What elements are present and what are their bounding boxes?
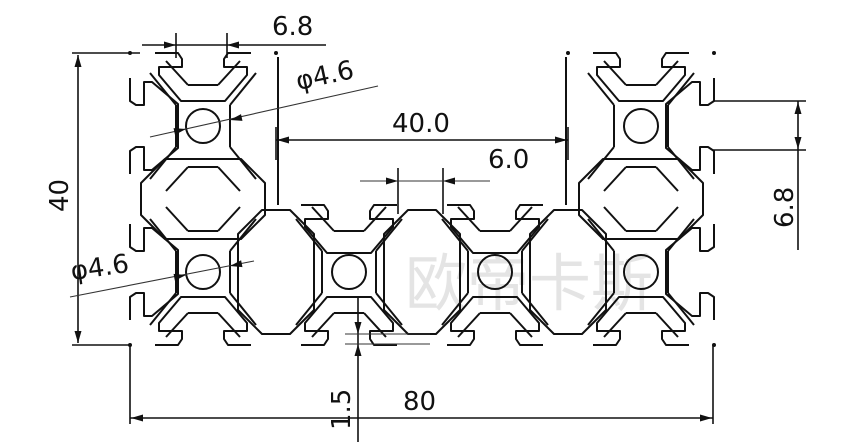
core-node [613, 230, 669, 314]
core-node [467, 230, 523, 314]
web-edge [441, 218, 469, 252]
web-edge [217, 60, 241, 86]
web-edge [655, 206, 679, 232]
corner-point [274, 51, 278, 55]
dim-hole-top-label: φ4.6 [293, 55, 356, 97]
center-hole [623, 254, 659, 290]
web-edge [603, 60, 627, 86]
web-edge [457, 312, 481, 338]
side-t-slot [665, 224, 715, 320]
web-edge [375, 218, 403, 252]
cavity [383, 209, 461, 335]
web-edge [229, 72, 257, 106]
web-edge [229, 292, 257, 326]
center-hole [185, 108, 221, 144]
web-edge [509, 312, 533, 338]
web-edge [587, 72, 615, 106]
corner-point [712, 51, 716, 55]
web-edge [295, 218, 323, 252]
arrow [173, 128, 186, 135]
side-t-slot [129, 78, 179, 174]
center-hole [477, 254, 513, 290]
arrow [354, 344, 362, 356]
web-edge [295, 292, 323, 326]
core-node [175, 230, 231, 314]
dim-width-label: 80 [403, 387, 436, 417]
arrow [277, 136, 289, 144]
web-edge [603, 206, 627, 232]
web-edge [217, 312, 241, 338]
web-edge [587, 292, 615, 326]
cavity [529, 209, 607, 335]
web-edge [521, 292, 549, 326]
web-edge [217, 206, 241, 232]
web-edge [165, 166, 189, 192]
center-hole [331, 254, 367, 290]
top-t-slot [155, 52, 251, 102]
web-edge [363, 312, 387, 338]
arrow [230, 114, 243, 121]
arrow [164, 41, 176, 49]
leader-hole-bottom [69, 260, 255, 298]
web-edge [655, 312, 679, 338]
cavity [578, 158, 704, 240]
web-edge [165, 206, 189, 232]
arrow [700, 414, 712, 422]
web-edge [603, 166, 627, 192]
web-edge [441, 292, 469, 326]
arrow [74, 331, 82, 343]
bottom-t-slot [301, 296, 397, 346]
cavity [237, 209, 315, 335]
web-edge [587, 146, 615, 180]
top-t-slot [593, 52, 689, 102]
cavity [140, 158, 266, 240]
arrow [230, 260, 243, 268]
core-node [613, 84, 669, 168]
dim-slot-opening-label: 6.0 [488, 145, 529, 175]
center-hole [185, 254, 221, 290]
inner-t-slot [447, 204, 543, 254]
side-t-slot [129, 224, 179, 320]
web-edge [655, 60, 679, 86]
web-edge [229, 146, 257, 180]
web-edge [587, 218, 615, 252]
web-edge [375, 292, 403, 326]
arrow [794, 102, 802, 114]
arrow [131, 414, 143, 422]
extrusion-profile [128, 51, 716, 347]
bottom-t-slot [447, 296, 543, 346]
arrow [354, 322, 362, 334]
dim-slot-width-label: 6.8 [272, 12, 313, 42]
arrow [227, 41, 239, 49]
arrow [386, 177, 398, 185]
bottom-t-slot [593, 296, 689, 346]
dimension-lines [69, 33, 806, 442]
arrow [555, 136, 567, 144]
core-node [321, 230, 377, 314]
arrow [74, 55, 82, 67]
web-edge [521, 218, 549, 252]
center-hole [623, 108, 659, 144]
dim-side-slot-label: 6.8 [770, 187, 800, 228]
arrow [173, 273, 186, 281]
leader-hole-top [149, 85, 379, 138]
web-edge [655, 166, 679, 192]
web-edge [217, 166, 241, 192]
dim-wall-thickness-label: 1.5 [327, 389, 357, 430]
web-edge [311, 312, 335, 338]
dim-height-label: 40 [45, 179, 75, 212]
core-node [175, 84, 231, 168]
corner-point [566, 51, 570, 55]
web-edge [165, 60, 189, 86]
web-edge [603, 312, 627, 338]
arrow [443, 177, 455, 185]
web-edge [229, 218, 257, 252]
arrow [794, 137, 802, 149]
side-t-slot [665, 78, 715, 174]
dim-pitch-label: 40.0 [392, 109, 450, 139]
bottom-t-slot [155, 296, 251, 346]
inner-t-slot [301, 204, 397, 254]
web-edge [165, 312, 189, 338]
